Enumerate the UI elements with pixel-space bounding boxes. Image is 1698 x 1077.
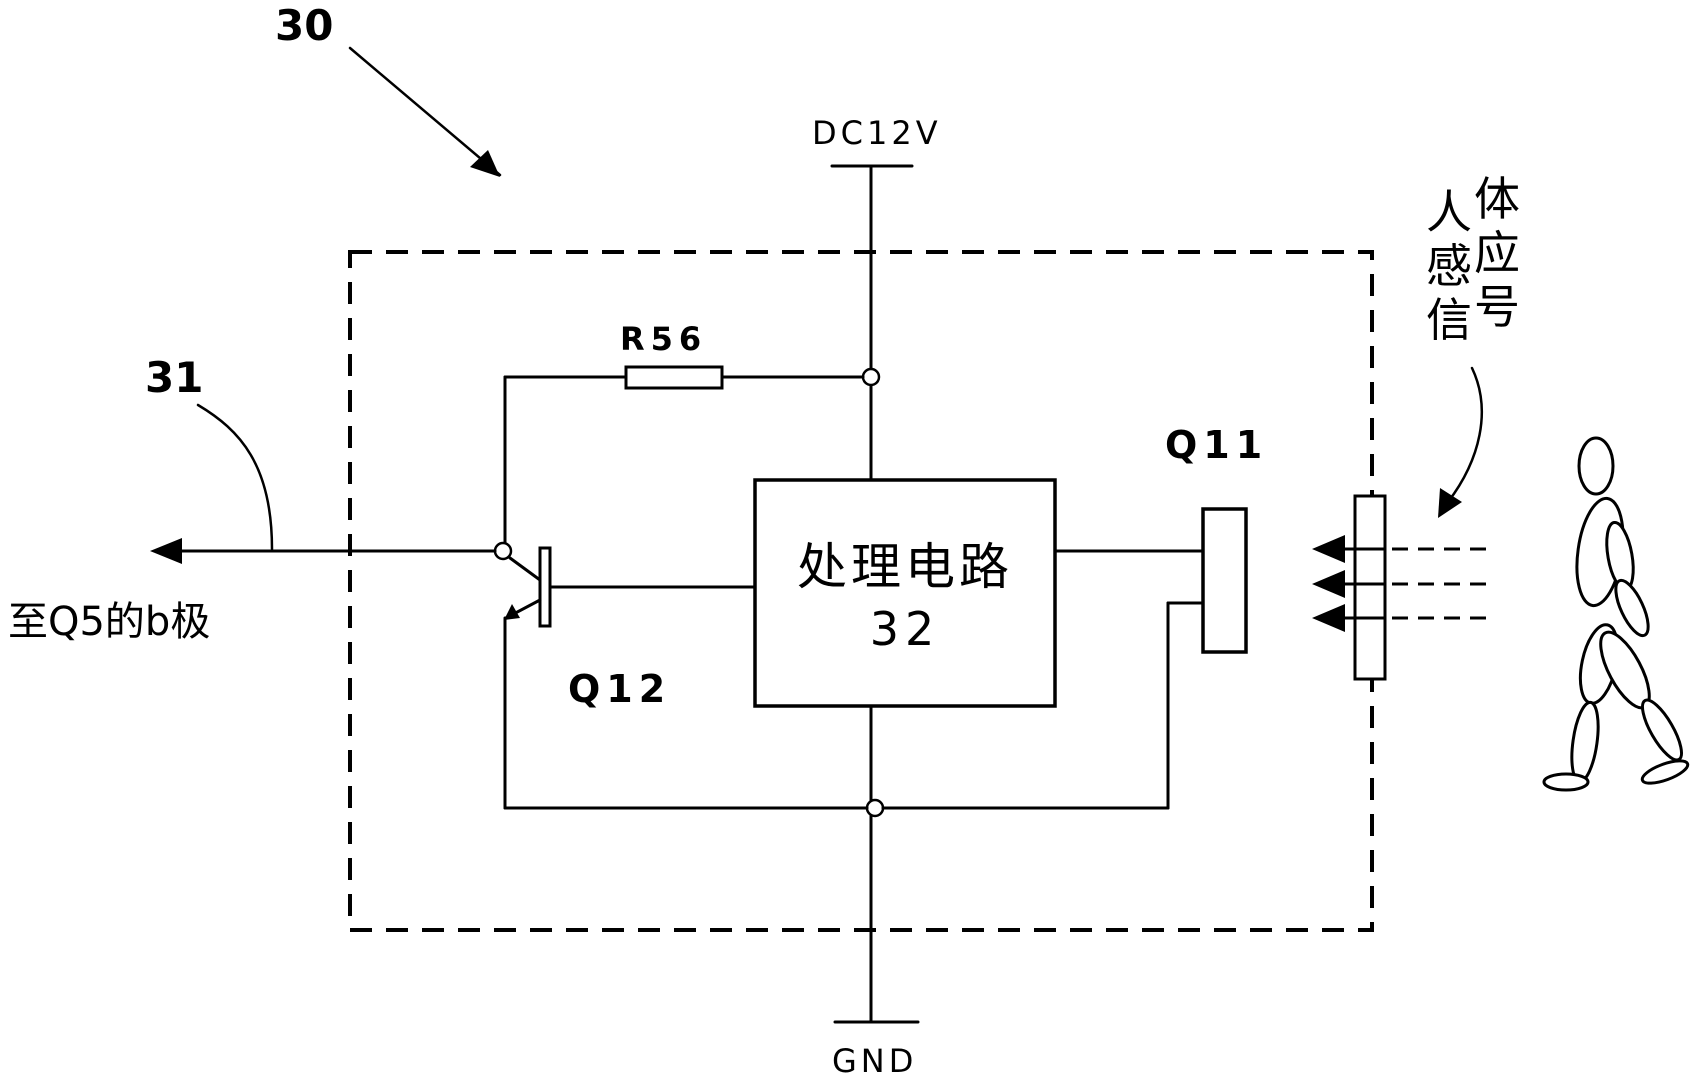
ground-node: [865, 798, 885, 818]
person-forearm: [1614, 578, 1650, 638]
output-note-label: 至Q5的b极: [8, 599, 210, 645]
signal-char-3: 信: [1426, 293, 1472, 347]
ground-label: GND: [832, 1042, 917, 1077]
q12-label: Q12: [568, 667, 671, 711]
signal-char-6: 号: [1474, 280, 1520, 334]
power-label: DC12V: [812, 114, 942, 152]
signal-label: 人 感 信 体 应 号: [1426, 172, 1520, 347]
ir-arrowhead-3: [1312, 604, 1345, 632]
resistor-r56: [624, 365, 724, 390]
signal-char-2: 感: [1426, 239, 1472, 293]
q11-label: Q11: [1165, 423, 1268, 467]
person-foot-front: [1640, 759, 1690, 785]
module-leader-arrowhead: [470, 150, 500, 177]
processing-circuit-block: [753, 478, 1057, 708]
person-foot-back: [1542, 772, 1590, 792]
signal-char-1: 人: [1426, 185, 1472, 239]
output-node: [493, 541, 513, 561]
sensor-q11: [1201, 507, 1248, 654]
sensor-window: [1353, 494, 1387, 681]
q12-collector-lead: [508, 556, 542, 582]
person-head: [1577, 436, 1615, 496]
module-boundary: [348, 250, 1374, 932]
person-shin-back: [1570, 700, 1600, 784]
ir-arrowhead-2: [1312, 570, 1345, 598]
resistor-label: R56: [620, 320, 707, 358]
output-ref-label: 31: [145, 353, 203, 402]
q12-emitter-arrow: [504, 604, 520, 620]
signal-leader: [1446, 366, 1483, 504]
output-ref-leader: [196, 403, 274, 551]
walking-person-figure: [1542, 436, 1690, 792]
module-ref-label: 30: [275, 1, 333, 50]
module-leader-line: [348, 46, 502, 177]
processing-circuit-title: 处理电路: [797, 538, 1013, 596]
processing-circuit-ref: 32: [870, 602, 941, 656]
ir-arrowhead-1: [1312, 535, 1345, 563]
power-node: [861, 367, 881, 387]
signal-leader-arrowhead: [1438, 488, 1462, 518]
person-shin-front: [1641, 698, 1683, 762]
signal-char-4: 体: [1474, 172, 1520, 226]
output-arrowhead: [150, 538, 182, 564]
signal-char-5: 应: [1474, 226, 1520, 280]
